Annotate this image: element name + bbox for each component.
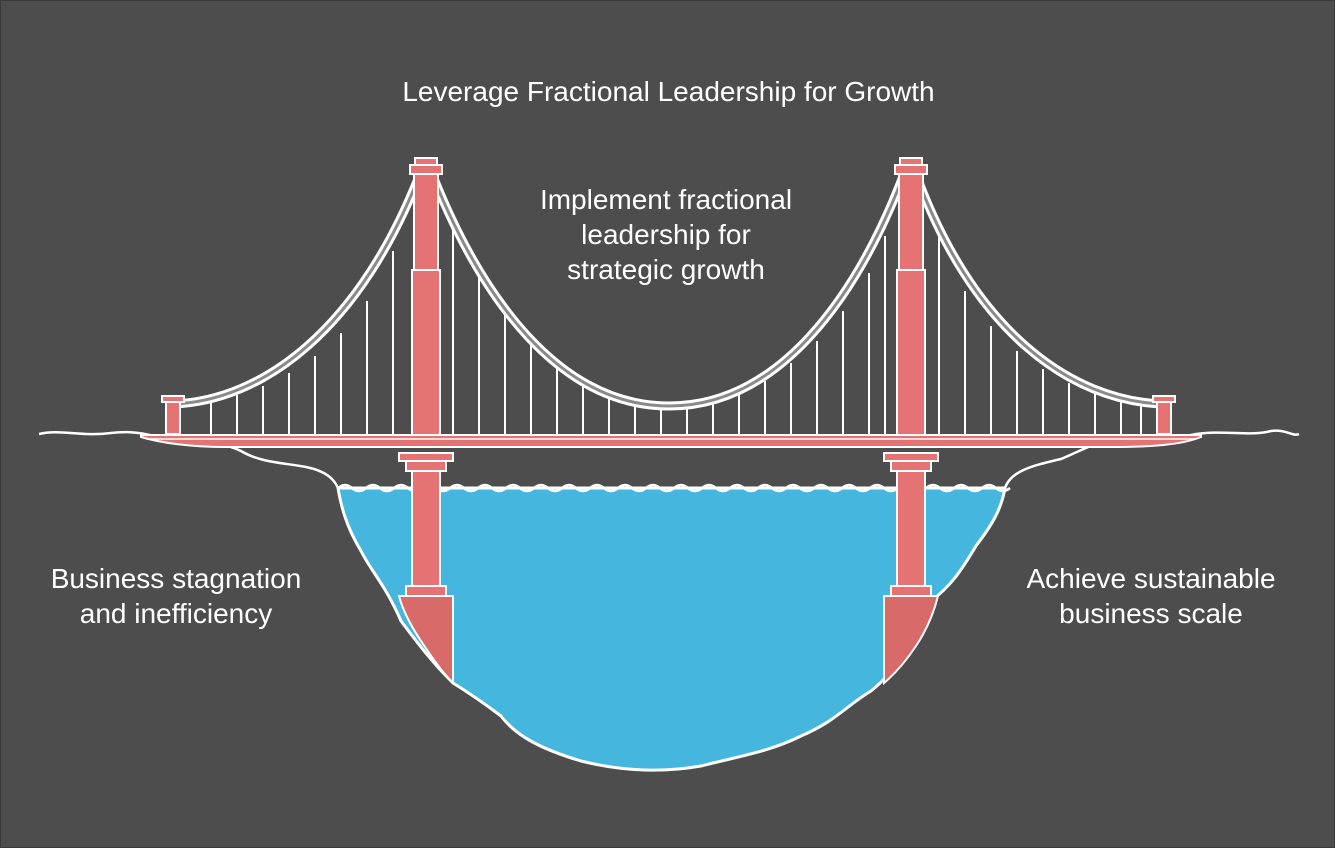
- tower-right: [883, 157, 939, 597]
- tower-right-foundation: [883, 595, 940, 686]
- bridge-label: Implement fractional leadership for stra…: [466, 182, 866, 287]
- suspender-cables-right: [938, 236, 1142, 434]
- tower-left: [398, 157, 454, 597]
- anchor-post-right: [1152, 395, 1176, 435]
- tower-left-foundation: [397, 595, 454, 686]
- bridge-deck: [140, 434, 1202, 448]
- left-bank-label-line2: and inefficiency: [79, 598, 273, 629]
- bridge-label-line2: leadership for: [581, 219, 751, 250]
- right-bank-label-line1: Achieve sustainable: [1026, 563, 1276, 594]
- left-bank-label-line1: Business stagnation: [50, 563, 302, 594]
- right-bank-label: Achieve sustainable business scale: [1001, 561, 1301, 631]
- left-bank-label: Business stagnation and inefficiency: [21, 561, 331, 631]
- main-suspension-cable: [172, 164, 1164, 411]
- suspender-cables-main: [452, 226, 886, 434]
- anchor-post-left: [161, 395, 185, 435]
- diagram-title: Leverage Fractional Leadership for Growt…: [402, 76, 935, 107]
- suspender-cables-left: [210, 251, 394, 434]
- bridge-label-line3: strategic growth: [567, 254, 765, 285]
- bridge-label-line1: Implement fractional: [539, 184, 793, 215]
- right-bank-label-line2: business scale: [1059, 598, 1243, 629]
